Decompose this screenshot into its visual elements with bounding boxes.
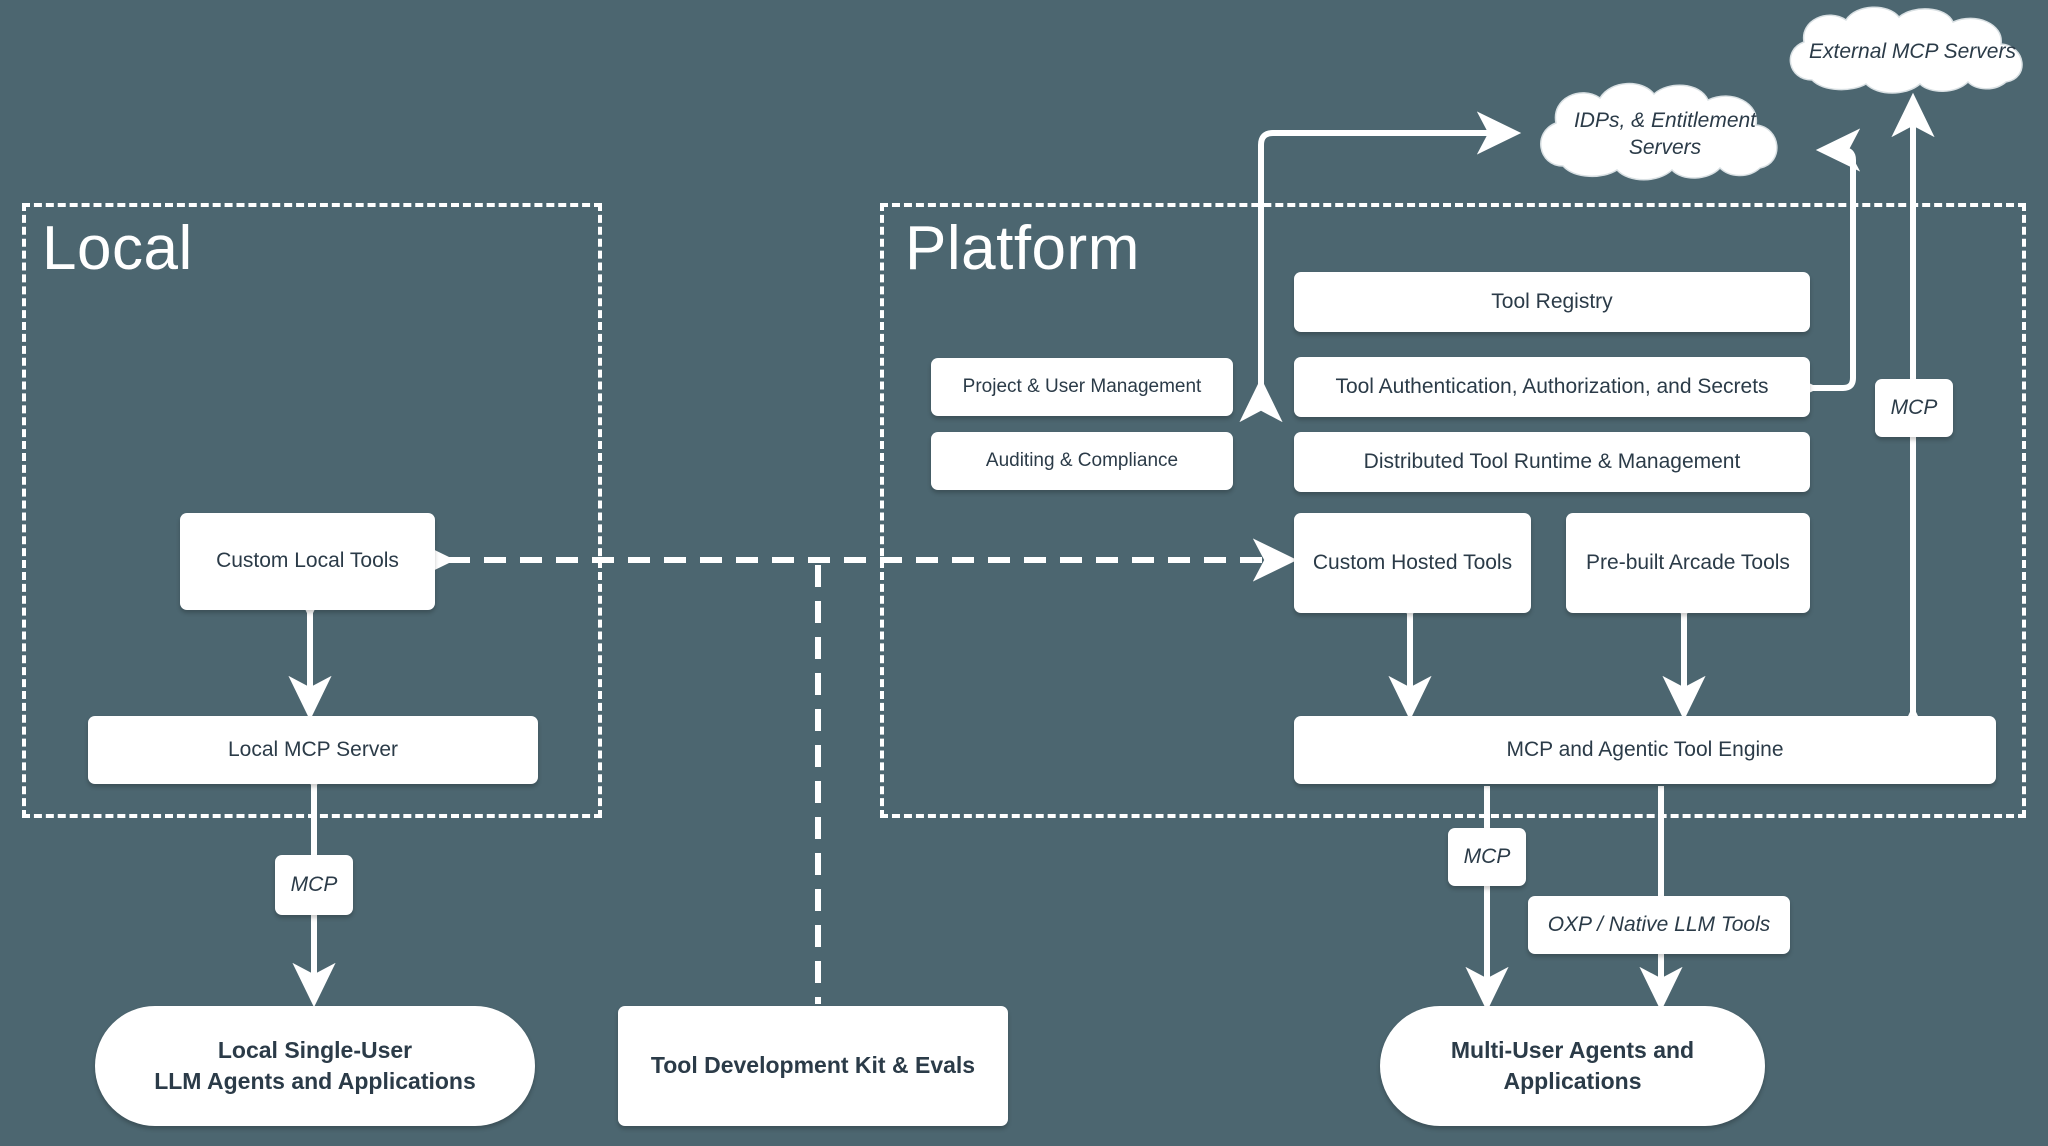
cloud-external-mcp-servers-label: External MCP Servers — [1809, 40, 2016, 64]
box-local-agents-line2: LLM Agents and Applications — [154, 1068, 476, 1094]
box-auditing-compliance[interactable]: Auditing & Compliance — [931, 432, 1233, 490]
cloud-external-mcp-servers: External MCP Servers — [1780, 6, 2045, 98]
box-local-mcp-server[interactable]: Local MCP Server — [88, 716, 538, 784]
box-custom-hosted-tools[interactable]: Custom Hosted Tools — [1294, 513, 1531, 613]
zone-local-title: Local — [42, 214, 193, 283]
box-distributed-tool-runtime[interactable]: Distributed Tool Runtime & Management — [1294, 432, 1810, 492]
zone-platform-title: Platform — [905, 214, 1140, 283]
box-local-agents[interactable]: Local Single-User LLM Agents and Applica… — [95, 1006, 535, 1126]
box-prebuilt-arcade-tools[interactable]: Pre-built Arcade Tools — [1566, 513, 1810, 613]
box-custom-local-tools[interactable]: Custom Local Tools — [180, 513, 435, 610]
label-mcp-agents: MCP — [1448, 828, 1526, 886]
box-multi-user-agents-line1: Multi-User Agents and — [1450, 1036, 1695, 1063]
label-oxp-native-llm-tools: OXP / Native LLM Tools — [1528, 896, 1790, 954]
box-local-agents-line1: Local Single-User — [217, 1036, 413, 1063]
cloud-idps-entitlement-servers: IDPs, & Entitlement Servers — [1530, 82, 1800, 186]
box-project-user-management[interactable]: Project & User Management — [931, 358, 1233, 416]
box-tool-registry[interactable]: Tool Registry — [1294, 272, 1810, 332]
cloud-idps-entitlement-servers-label: IDPs, & Entitlement Servers — [1573, 108, 1757, 159]
box-multi-user-agents-line2: Applications — [1503, 1068, 1642, 1094]
box-tool-authentication[interactable]: Tool Authentication, Authorization, and … — [1294, 357, 1810, 417]
box-multi-user-agents[interactable]: Multi-User Agents and Applications — [1380, 1006, 1765, 1126]
label-mcp-external: MCP — [1875, 379, 1953, 437]
label-mcp-local: MCP — [275, 855, 353, 915]
box-mcp-agentic-tool-engine[interactable]: MCP and Agentic Tool Engine — [1294, 716, 1996, 784]
box-tool-development-kit[interactable]: Tool Development Kit & Evals — [618, 1006, 1008, 1126]
